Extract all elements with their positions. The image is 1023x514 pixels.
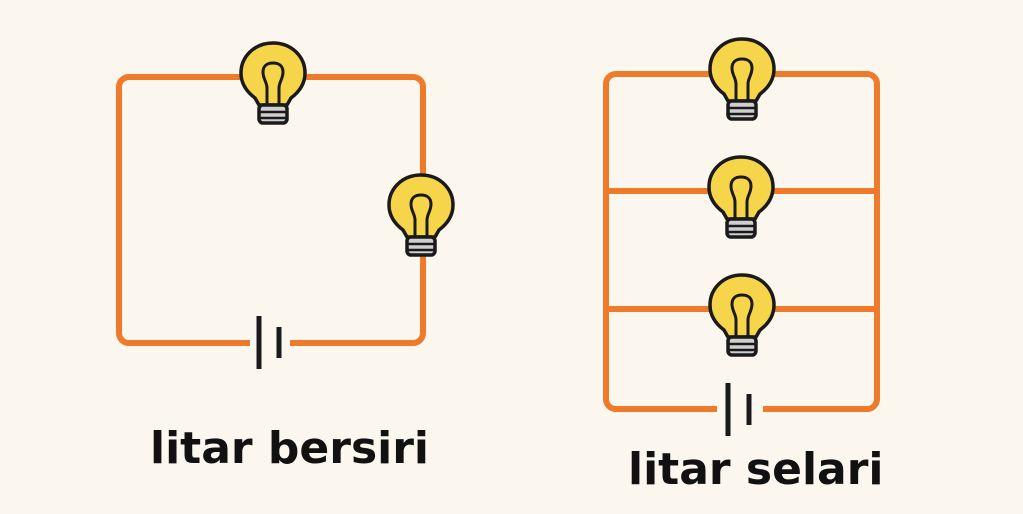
parallel-battery-gap (717, 401, 763, 417)
light-bulb-icon (708, 37, 776, 121)
light-bulb-icon (239, 41, 307, 125)
series-battery-gap (250, 335, 290, 351)
parallel-wire-loop (603, 71, 880, 412)
parallel-circuit-label: litar selari (628, 444, 884, 495)
light-bulb-icon (707, 155, 775, 239)
series-circuit-label: litar bersiri (150, 423, 429, 474)
battery-cell-icon (256, 316, 282, 369)
light-bulb-icon (387, 173, 455, 257)
battery-cell-icon (725, 383, 752, 436)
series-circuit (116, 41, 455, 369)
parallel-circuit (603, 37, 880, 436)
light-bulb-icon (708, 273, 776, 357)
